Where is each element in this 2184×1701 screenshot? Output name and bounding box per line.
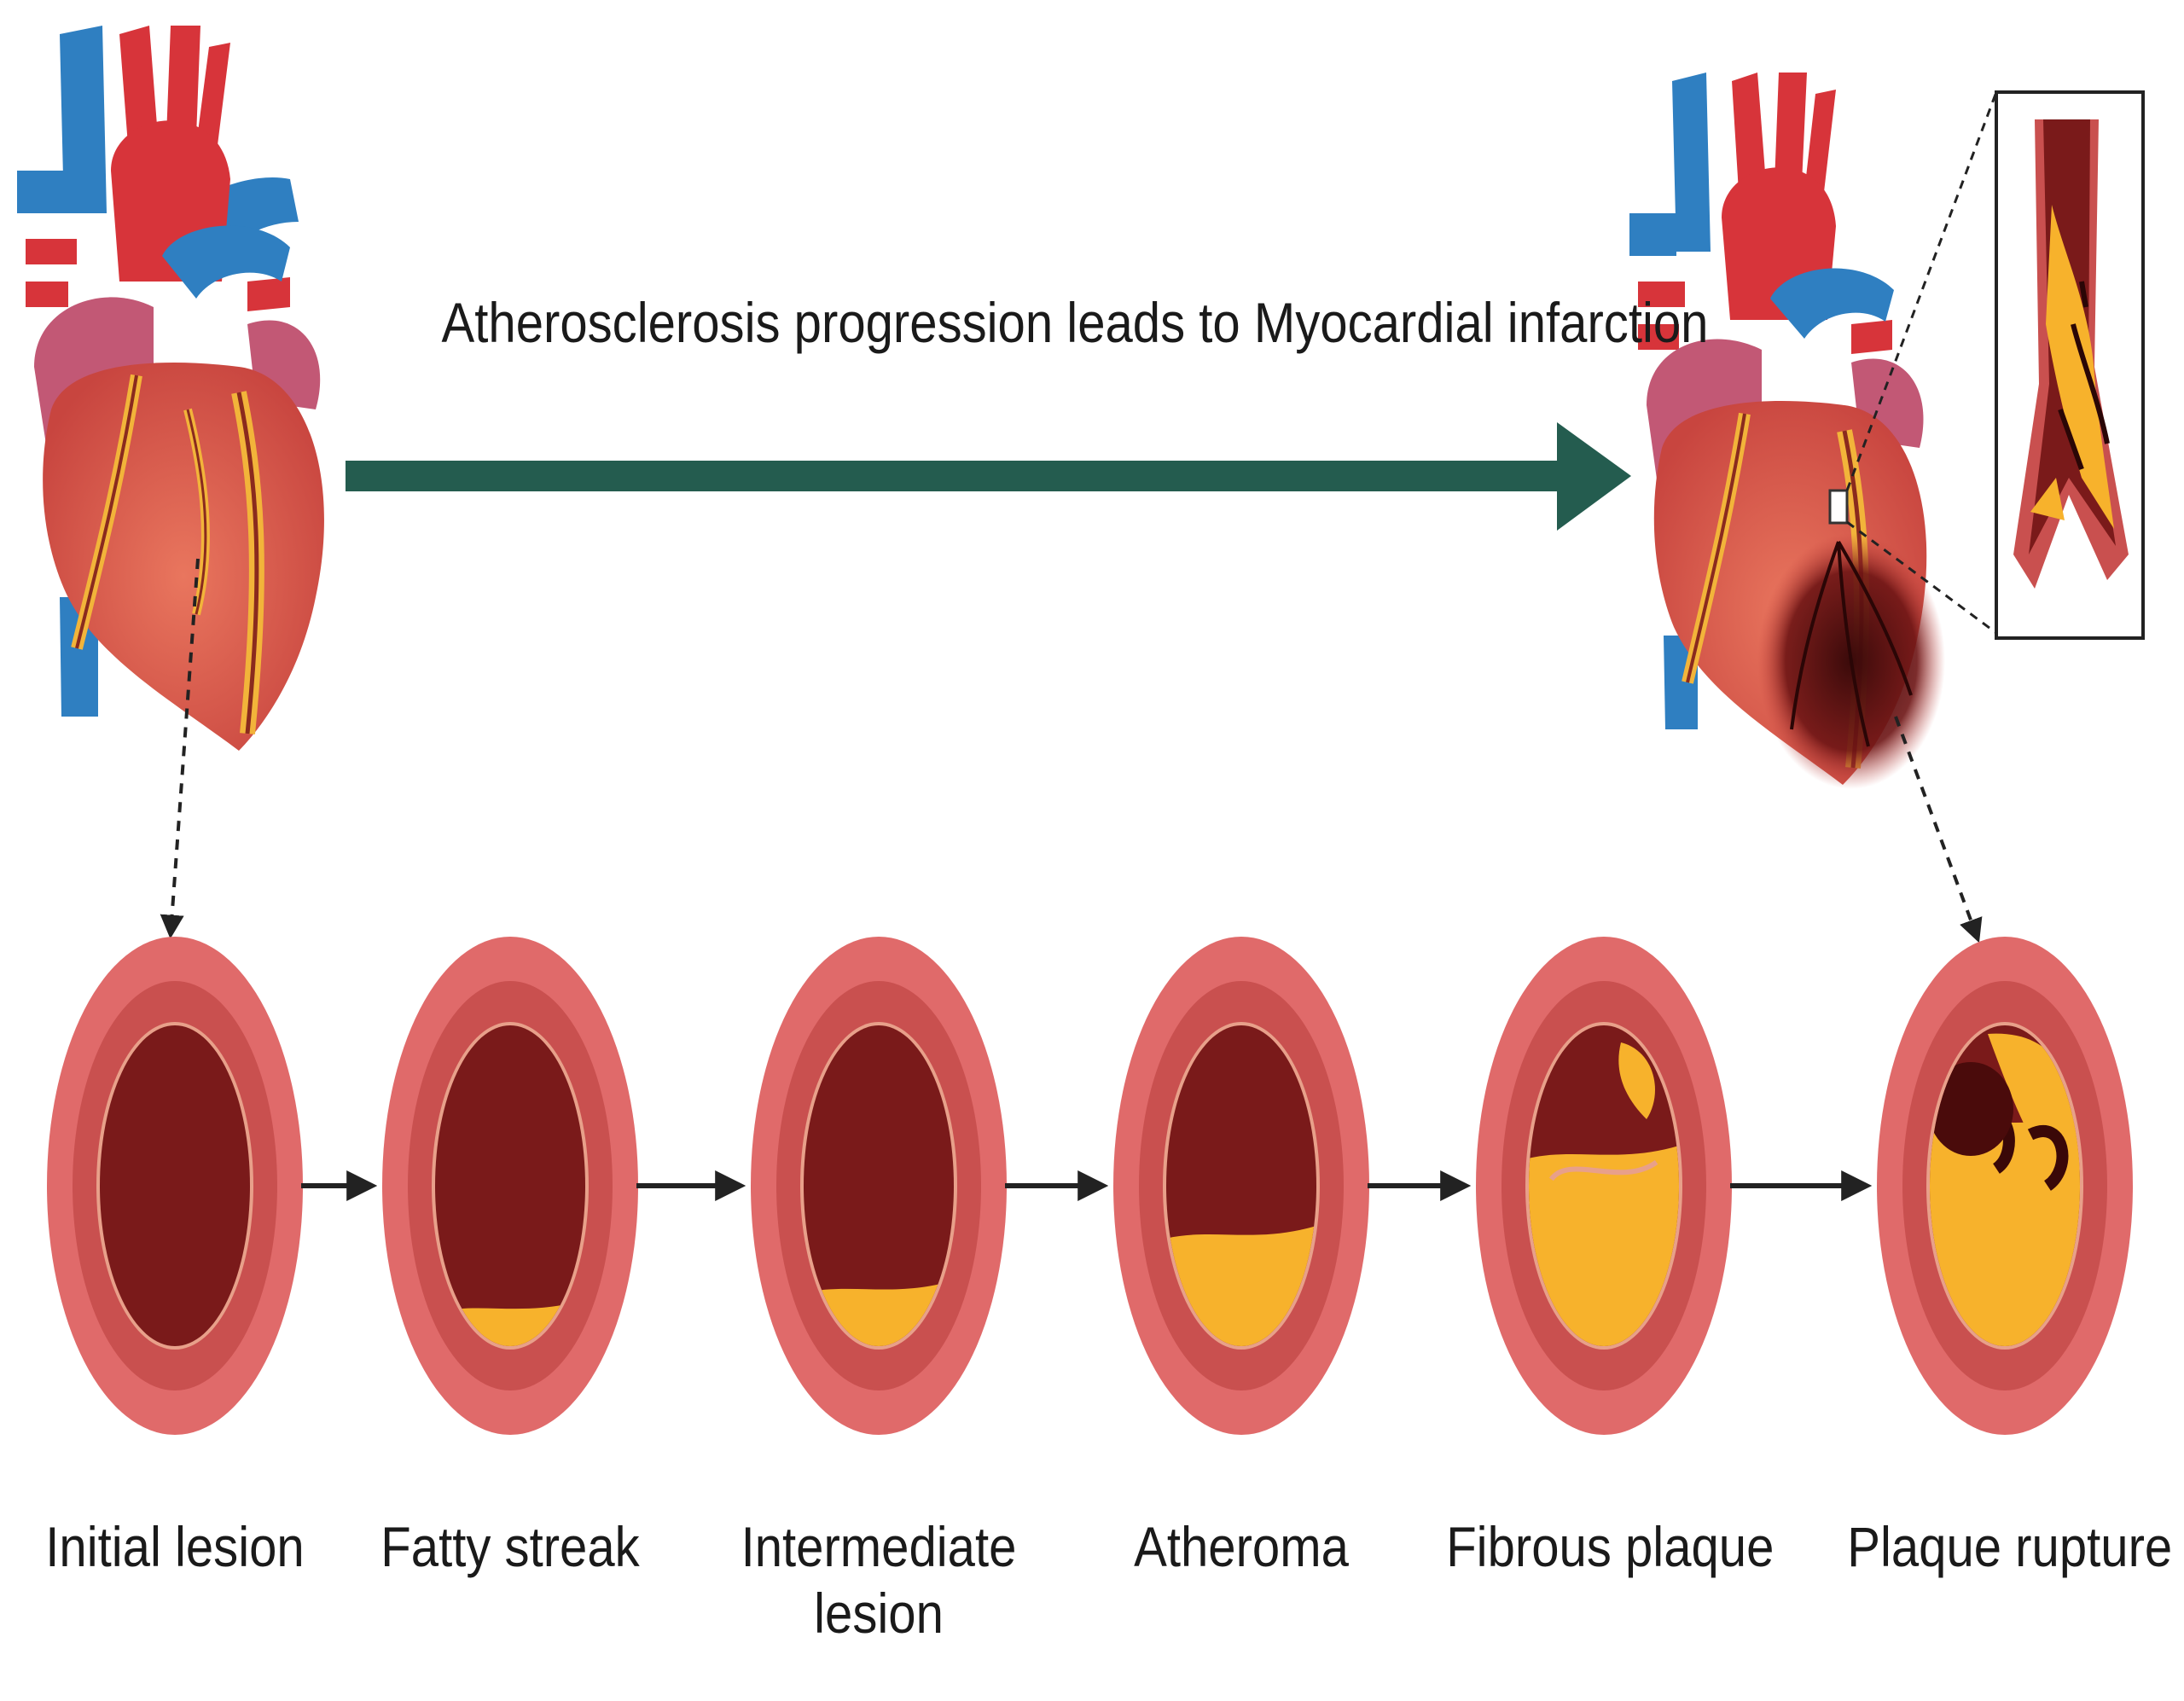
caption-line: Plaque rupture bbox=[1847, 1515, 2173, 1578]
infarcted-heart bbox=[1629, 73, 1945, 789]
caption-fibrous-plaque: Fibrous plaque bbox=[1446, 1514, 1774, 1581]
cross-section-fatty-streak bbox=[382, 937, 638, 1435]
diagram-title: Atherosclerosis progression leads to Myo… bbox=[441, 291, 1709, 354]
cross-section-plaque-rupture bbox=[1877, 937, 2133, 1435]
caption-plaque-rupture: Plaque rupture bbox=[1847, 1514, 2173, 1581]
left-dashed-pointer bbox=[160, 558, 200, 939]
thrombus-core bbox=[1930, 1062, 2013, 1156]
cross-section-intermediate-lesion bbox=[751, 937, 1007, 1435]
caption-line: Intermediate bbox=[741, 1515, 1017, 1578]
fibrous-cap bbox=[1618, 1042, 1655, 1119]
caption-line: Fatty streak bbox=[380, 1515, 640, 1578]
zoom-inset bbox=[1845, 90, 2145, 640]
cross-section-initial-lesion bbox=[47, 937, 303, 1435]
caption-line: Initial lesion bbox=[45, 1515, 305, 1578]
vessel-lumen bbox=[804, 1025, 954, 1346]
cross-section-atheroma bbox=[1113, 937, 1369, 1435]
plaque-deposit bbox=[1166, 1224, 1316, 1346]
stage-cross-sections bbox=[47, 937, 2133, 1435]
caption-fatty-streak: Fatty streak bbox=[352, 1514, 668, 1581]
progression-arrow bbox=[346, 422, 1631, 531]
caption-line: Atheroma bbox=[1134, 1515, 1349, 1578]
caption-atheroma: Atheroma bbox=[1083, 1514, 1399, 1581]
plaque-border bbox=[1548, 1159, 1658, 1181]
caption-line: Fibrous plaque bbox=[1446, 1515, 1774, 1578]
vessel-lumen bbox=[435, 1025, 585, 1346]
plaque-deposit bbox=[1930, 1112, 2080, 1346]
healthy-heart bbox=[17, 26, 324, 751]
vessel-lumen bbox=[100, 1025, 250, 1346]
caption-line: lesion bbox=[814, 1581, 944, 1645]
plaque-deposit bbox=[1529, 1144, 1679, 1346]
caption-initial-lesion: Initial lesion bbox=[17, 1514, 333, 1581]
cross-section-fibrous-plaque bbox=[1476, 937, 1732, 1435]
right-dashed-pointer bbox=[1894, 716, 1983, 943]
